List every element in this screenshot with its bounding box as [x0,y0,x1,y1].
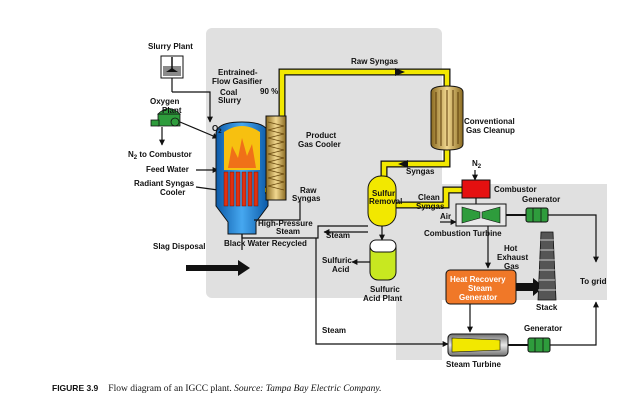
entrained-flow-gasifier-label-1: Entrained- [218,68,258,77]
stack-icon [537,231,557,301]
generator-bottom-to-grid-line [550,301,599,346]
oxygen-plant-label-2: Plant [162,106,182,115]
generator-bottom [527,337,551,353]
n2-to-combustor-label: N2 to Combustor [128,150,192,161]
figure-caption: FIGURE 3.9 Flow diagram of an IGCC plant.… [52,383,632,394]
sulfur-removal-label-2: Removal [369,197,402,206]
raw-syngas-label-2: Syngas [292,194,321,203]
air-label: Air [440,212,451,221]
figure-number: FIGURE 3.9 [52,383,99,393]
hot-exhaust-gas-label-2: Exhaust [497,253,528,262]
steam-return-label: Steam [326,231,350,240]
sulfuric-acid-label-2: Acid [332,265,349,274]
raw-syngas-label-1: Raw [300,186,317,195]
sulfuric-acid-plant-label-2: Acid Plant [363,294,402,303]
hot-exhaust-gas-label-3: Gas [504,262,520,271]
cooler-tubes [223,171,259,207]
slag-disposal-label: Slag Disposal [153,242,205,251]
coal-slurry-label-2: Slurry [218,96,242,105]
conventional-gas-cleanup-vessel [430,85,464,151]
hot-exhaust-gas-label-1: Hot [504,244,518,253]
n2-top-label: N2 [472,159,482,170]
conventional-gas-cleanup-label-1: Conventional [464,117,515,126]
syngas-arrow [398,160,408,168]
oxygen-plant-icon [150,108,181,127]
high-pressure-steam-label-1: High-Pressure [258,219,313,228]
sulfuric-acid-plant-label-1: Sulfuric [370,285,400,294]
to-grid-label: To grid [580,277,607,286]
combustion-turbine-label: Combustion Turbine [424,229,502,238]
gasification-panel [206,28,442,298]
generator-top-to-grid-line [548,214,599,263]
coal-slurry-label-1: Coal [220,88,237,97]
hrsg-label-3: Generator [459,293,497,302]
ninety-percent-label: 90 % [260,87,278,96]
oxygen-line [179,121,219,139]
generator-bottom-label: Generator [524,324,562,333]
steam-to-turbine-line [315,238,449,347]
hrsg-label-1: Heat Recovery [450,275,506,284]
clean-syngas-label-1: Clean [418,193,440,202]
clean-syngas-label-2: Syngas [416,202,445,211]
coal-slurry-line [172,91,213,123]
radiant-syngas-cooler-label-2: Cooler [160,188,185,197]
product-gas-cooler-label-2: Gas Cooler [298,140,341,149]
sulfur-removal-label-1: Sulfur [372,189,395,198]
syngas-label: Syngas [406,167,435,176]
sulfuric-acid-label-1: Sulfuric [322,256,352,265]
steam-turbine-label: Steam Turbine [446,360,502,369]
feed-water-label: Feed Water [146,165,189,174]
hrsg-to-stack-arrow [516,278,544,296]
steam-turbine [447,333,509,357]
oxygen-plant-label-1: Oxygen [150,97,179,106]
high-pressure-steam-line [254,200,301,221]
product-gas-cooler-label-1: Product [306,131,337,140]
generator-top [525,207,549,223]
o2-label: O2 [212,124,222,135]
figure-caption-source: Source: Tampa Bay Electric Company. [234,384,382,394]
product-gas-cooler [265,115,287,201]
hrsg-label-2: Steam [468,284,492,293]
combustor-label: Combustor [494,185,537,194]
gasifier-vessel [215,121,269,235]
conventional-gas-cleanup-label-2: Gas Cleanup [466,126,515,135]
high-pressure-steam-label-2: Steam [276,227,300,236]
figure-caption-text: Flow diagram of an IGCC plant. [108,384,235,394]
stack-label: Stack [536,303,558,312]
radiant-cooler-line [195,186,219,191]
sulfuric-acid-plant-tank [369,239,397,281]
slurry-plant-label: Slurry Plant [148,42,193,51]
slurry-plant-icon [160,55,184,79]
combustion-turbine [455,203,507,227]
generator-top-label: Generator [522,195,560,204]
steam-bottom-label: Steam [322,326,346,335]
raw-syngas-top-label: Raw Syngas [351,57,399,66]
combustor-box [461,179,491,199]
slag-disposal-arrow [186,260,250,276]
raw-syngas-arrow [395,68,405,76]
entrained-flow-gasifier-label-2: Flow Gasifier [212,77,262,86]
radiant-syngas-cooler-label-1: Radiant Syngas [134,179,195,188]
black-water-recycled-label: Black Water Recycled [224,239,307,248]
